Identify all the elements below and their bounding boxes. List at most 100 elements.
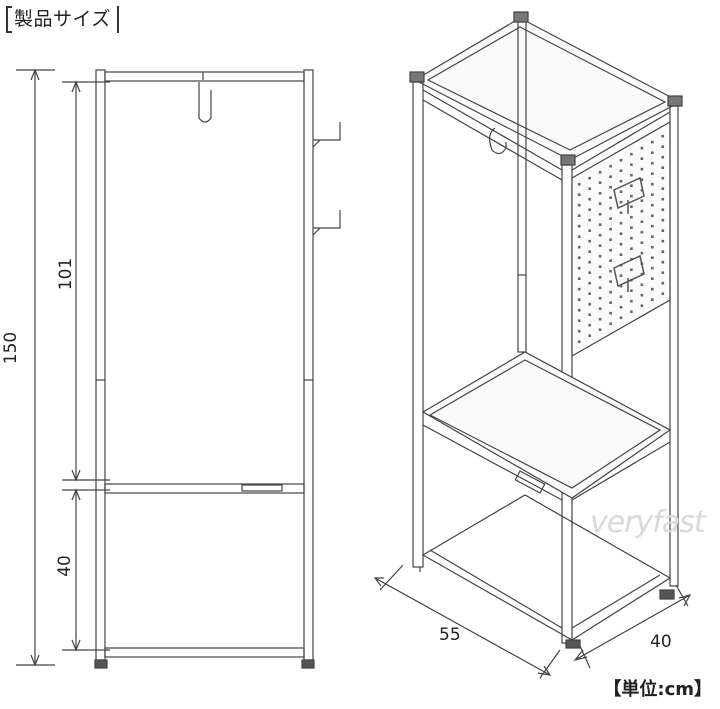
- pegboard-hole: [609, 238, 612, 241]
- front-view: [16, 68, 341, 669]
- pegboard-hole: [598, 223, 602, 226]
- pegboard-hole: [630, 205, 633, 208]
- pegboard-hole: [598, 317, 602, 321]
- pegboard-hole: [661, 187, 665, 190]
- pegboard-hole: [609, 175, 612, 178]
- pegboard-hole: [630, 226, 633, 229]
- pegboard-hole: [577, 214, 581, 217]
- pegboard-hole: [661, 176, 665, 180]
- pegboard-hole: [598, 170, 602, 174]
- pegboard-hole: [598, 244, 602, 247]
- pegboard-panel: [577, 134, 665, 343]
- pegboard-hole: [661, 271, 665, 274]
- pegboard-hole: [661, 218, 665, 222]
- unit-label: 【単位:cm】: [603, 679, 712, 700]
- pegboard-hole: [588, 334, 591, 337]
- pegboard-hole: [577, 319, 581, 322]
- pegboard-hole: [651, 203, 654, 207]
- pegboard-hole: [588, 281, 591, 285]
- pegboard-hole: [609, 217, 612, 220]
- pegboard-hole: [630, 310, 633, 313]
- pegboard-hole: [651, 245, 654, 249]
- pegboard-hole: [630, 247, 633, 250]
- pegboard-hole: [640, 146, 644, 150]
- pegboard-hole: [577, 340, 581, 343]
- pegboard-hole: [630, 268, 633, 271]
- pegboard-hole: [630, 299, 633, 303]
- pegboard-hole: [619, 179, 623, 183]
- pegboard-hole: [640, 304, 644, 307]
- pegboard-hole: [651, 151, 654, 154]
- pegboard-hole: [640, 167, 644, 171]
- pegboard-hole: [630, 163, 633, 166]
- pegboard-hole: [609, 322, 612, 325]
- pegboard-hole: [651, 140, 654, 144]
- pegboard-hole: [577, 235, 581, 238]
- pegboard-hole: [619, 232, 623, 235]
- pegboard-hole: [609, 196, 612, 199]
- pegboard-hole: [661, 166, 665, 169]
- pegboard-hole: [598, 202, 602, 205]
- pegboard-hole: [619, 295, 623, 298]
- pegboard-hole: [598, 265, 602, 268]
- pegboard-hole: [651, 182, 654, 186]
- pegboard-hole: [577, 298, 581, 301]
- pegboard-hole: [577, 277, 581, 280]
- pegboard-hole: [651, 298, 654, 301]
- pegboard-hole: [640, 230, 644, 234]
- pegboard-hole: [588, 313, 591, 316]
- pegboard-hole: [598, 275, 602, 279]
- pegboard-hole: [609, 311, 612, 315]
- depth-label: 40: [650, 632, 672, 652]
- pegboard-hole: [661, 145, 665, 148]
- pegboard-hole: [577, 193, 581, 196]
- pegboard-hole: [609, 164, 612, 168]
- pegboard-hole: [640, 283, 644, 286]
- width-label: 55: [439, 625, 461, 645]
- pegboard-hole: [640, 188, 644, 192]
- pegboard-hole: [588, 323, 591, 327]
- pegboard-hole: [609, 290, 612, 294]
- pegboard-hole: [609, 259, 612, 262]
- pegboard-hole: [661, 197, 665, 201]
- pegboard-hole: [588, 271, 591, 274]
- pegboard-hole: [598, 254, 602, 258]
- pegboard-hole: [588, 239, 591, 243]
- pegboard-hole: [640, 209, 644, 213]
- pegboard-hole: [619, 305, 623, 309]
- pegboard-hole: [598, 328, 602, 331]
- pegboard-hole: [588, 229, 591, 232]
- pegboard-hole: [588, 302, 591, 306]
- pegboard-hole: [630, 152, 633, 156]
- pegboard-hole: [619, 284, 623, 288]
- pegboard-hole: [609, 280, 612, 283]
- pegboard-hole: [598, 296, 602, 300]
- pegboard-hole: [651, 266, 654, 270]
- pegboard-hole: [661, 134, 665, 138]
- pegboard-hole: [640, 220, 644, 223]
- pegboard-hole: [619, 316, 623, 319]
- pegboard-hole: [577, 203, 581, 207]
- pegboard-hole: [619, 253, 623, 256]
- pegboard-hole: [651, 193, 654, 196]
- pegboard-hole: [661, 250, 665, 253]
- pegboard-hole: [651, 277, 654, 280]
- pegboard-hole: [630, 289, 633, 292]
- pegboard-hole: [651, 161, 654, 165]
- pegboard-hole: [651, 235, 654, 238]
- title-text: 製品サイズ: [14, 8, 111, 30]
- pegboard-hole: [640, 241, 644, 244]
- pegboard-hole: [619, 169, 623, 172]
- pegboard-hole: [640, 293, 644, 297]
- pegboard-hole: [588, 250, 591, 253]
- pegboard-hole: [577, 182, 581, 186]
- pegboard-hole: [588, 187, 591, 190]
- pegboard-hole: [630, 194, 633, 198]
- pegboard-hole: [651, 224, 654, 228]
- pegboard-hole: [588, 208, 591, 211]
- pegboard-hole: [630, 173, 633, 177]
- pegboard-hole: [577, 308, 581, 312]
- pegboard-hooks: [613, 176, 645, 292]
- pegboard-hole: [619, 211, 623, 214]
- pegboard-hole: [598, 307, 602, 310]
